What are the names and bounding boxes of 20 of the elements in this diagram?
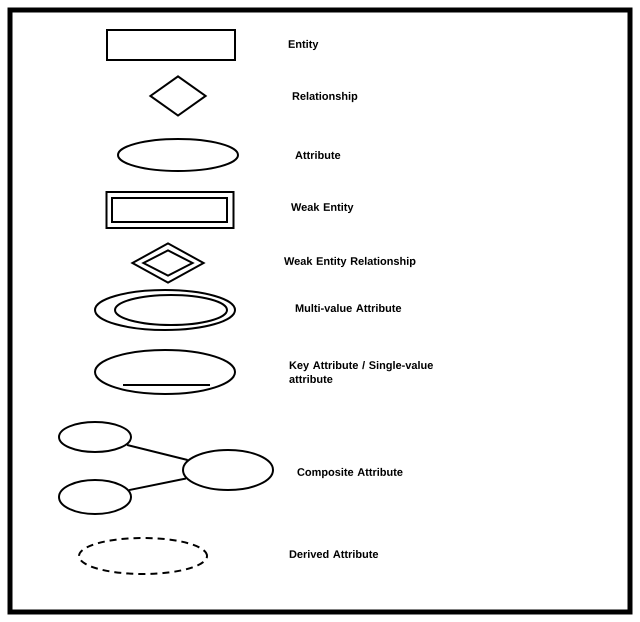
shape-label: Composite Attribute — [297, 468, 403, 478]
shape-label: Weak Entity — [291, 202, 354, 214]
entity-rectangle — [106, 29, 236, 61]
derived-attribute-ellipse — [78, 537, 208, 575]
shape-label: Multi-value Attribute — [296, 304, 402, 312]
shape-label: Relationship — [292, 92, 358, 102]
shape-label: Derived Attribute — [290, 550, 378, 558]
shape-label: Key Attribute / Single-value attribute — [289, 361, 433, 383]
shape-label: Attribute — [295, 150, 340, 160]
attribute-ellipse — [58, 421, 132, 453]
shape-label: Entity — [288, 40, 318, 50]
connector-line — [128, 478, 186, 492]
attribute-ellipse — [117, 138, 239, 172]
attribute-ellipse — [182, 449, 274, 491]
weak-entity-rectangle — [106, 191, 234, 229]
shape-label: Weak Entity Relationship — [284, 256, 416, 268]
multivalue-ellipse — [94, 289, 236, 331]
connector-line — [126, 444, 188, 461]
attribute-ellipse — [58, 479, 132, 515]
key-attribute-ellipse — [94, 349, 236, 395]
